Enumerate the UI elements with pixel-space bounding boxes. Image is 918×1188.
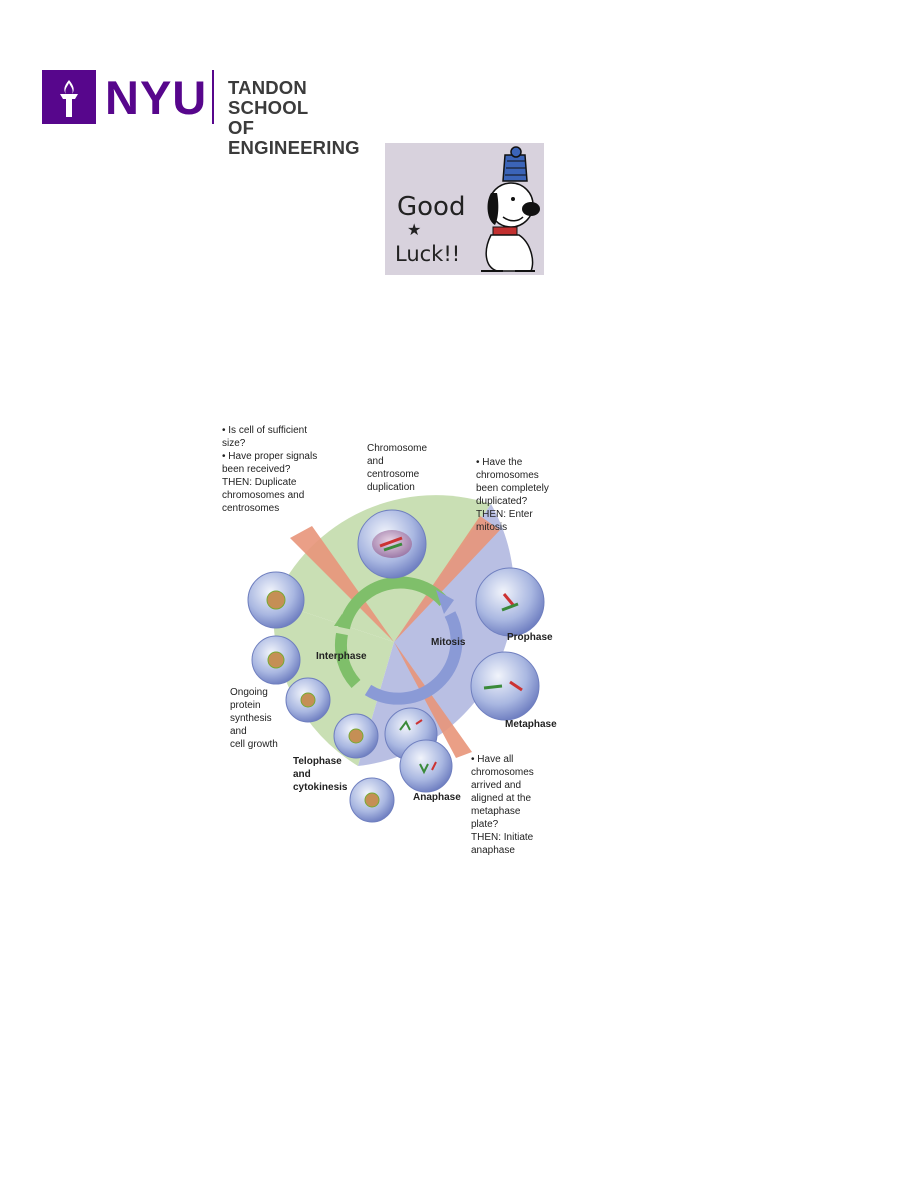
- cycle-arrows: [334, 576, 463, 705]
- cell-prophase: [475, 567, 545, 637]
- mitosis-label: Mitosis: [431, 637, 466, 648]
- checkpoint-g1-text: • Is cell of sufficient size? • Have pro…: [222, 425, 318, 514]
- duplication-label: Chromosome and centrosome duplication: [367, 443, 428, 493]
- checkpoint-g2-text: • Have the chromosomes been completely d…: [476, 457, 549, 533]
- checkpoint-m-text: • Have all chromosomes arrived and align…: [471, 754, 534, 856]
- cell-anaphase-2: [399, 739, 453, 793]
- snoopy-icon: [481, 146, 540, 272]
- interphase-label: Interphase: [316, 651, 367, 662]
- cell-telophase: [333, 713, 379, 759]
- cell-interphase-2: [251, 635, 301, 685]
- anaphase-label: Anaphase: [413, 792, 461, 803]
- logo-school-line1: TANDON SCHOOL: [228, 77, 309, 118]
- prophase-label: Prophase: [507, 632, 553, 643]
- torch-icon: [42, 70, 96, 124]
- good-luck-image: Good ★ Luck!!: [385, 143, 544, 275]
- telophase-label: Telophase and cytokinesis: [293, 756, 348, 793]
- good-luck-text-1: Good: [397, 192, 465, 222]
- nyu-tandon-logo: NYU TANDON SCHOOL OF ENGINEERING: [42, 70, 387, 158]
- logo-divider: [212, 70, 214, 124]
- good-luck-text-2: Luck!!: [395, 242, 460, 266]
- cell-interphase-1: [247, 571, 305, 629]
- cell-top: [357, 509, 427, 579]
- metaphase-label: Metaphase: [505, 719, 557, 730]
- cell-metaphase: [470, 651, 540, 721]
- star-icon: ★: [407, 222, 421, 239]
- logo-school-name: TANDON SCHOOL OF ENGINEERING: [228, 78, 387, 158]
- logo-wordmark: NYU: [105, 71, 208, 124]
- cell-cycle-diagram: • Is cell of sufficient size? • Have pro…: [218, 418, 568, 858]
- cell-interphase-3: [285, 677, 331, 723]
- checkpoint-wedges: [290, 516, 500, 758]
- logo-school-line2: OF ENGINEERING: [228, 117, 360, 158]
- cell-bottom: [349, 777, 395, 823]
- growth-label: Ongoing protein synthesis and cell growt…: [230, 687, 278, 750]
